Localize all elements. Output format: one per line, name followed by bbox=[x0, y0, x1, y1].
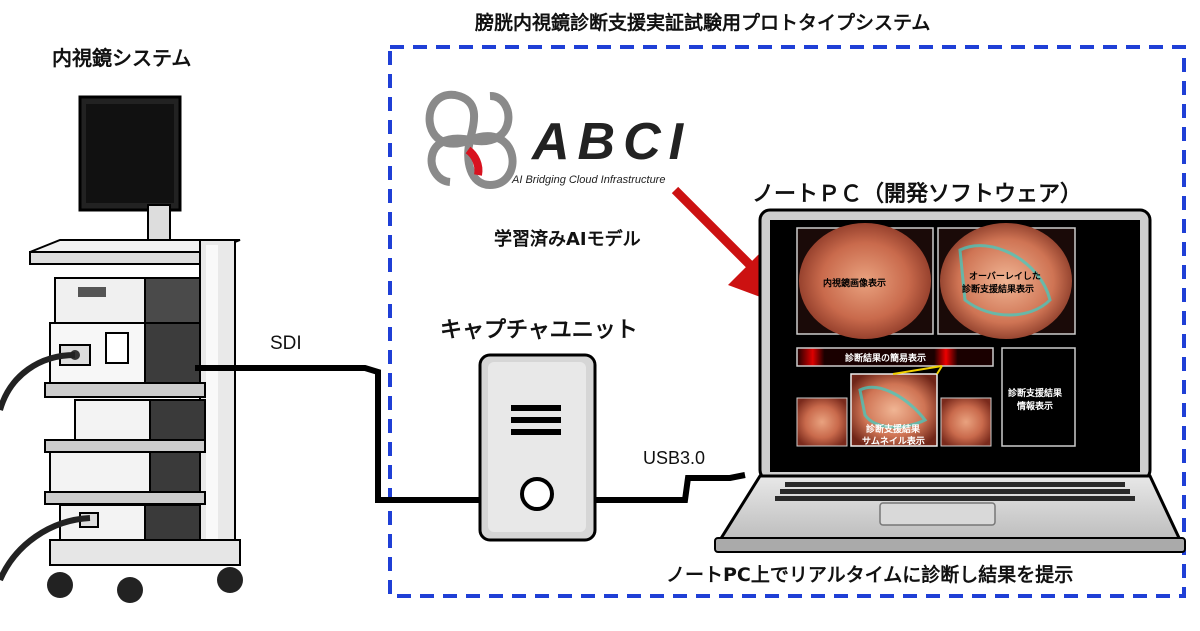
sdi-label: SDI bbox=[270, 333, 302, 354]
laptop-illustration bbox=[714, 208, 1186, 553]
footer-caption: ノートPC上でリアルタイムに診断し結果を提示 bbox=[666, 564, 1074, 586]
abci-logo-subtitle: AI Bridging Cloud Infrastructure bbox=[512, 174, 666, 186]
screen-overlay-label-2: 診断支援結果表示 bbox=[962, 285, 1035, 295]
screen-simple-result-label: 診断結果の簡易表示 bbox=[845, 354, 927, 364]
endoscope-cart-illustration bbox=[0, 95, 243, 603]
usb-cable bbox=[595, 472, 746, 503]
screen-info-label-1: 診断支援結果 bbox=[1008, 389, 1063, 399]
keyboard-keys bbox=[775, 482, 1135, 501]
capture-unit-label: キャプチャユニット bbox=[440, 318, 638, 343]
abci-logo-text: ABCI bbox=[532, 113, 692, 171]
prototype-system-title: 膀胱内視鏡診断支援実証試験用プロトタイプシステム bbox=[475, 12, 931, 34]
screen-info-label-2: 情報表示 bbox=[1017, 402, 1054, 412]
screen-thumbnail-label-1: 診断支援結果 bbox=[866, 425, 921, 435]
endoscope-system-title: 内視鏡システム bbox=[52, 46, 192, 70]
capture-unit-illustration bbox=[478, 353, 597, 542]
trained-model-label: 学習済みAIモデル bbox=[494, 229, 641, 250]
screen-overlay-label-1: オーバーレイした bbox=[969, 272, 1041, 282]
prototype-boundary bbox=[388, 45, 1186, 598]
sdi-cable bbox=[195, 365, 490, 503]
screen-thumbnail-label-2: サムネイル表示 bbox=[862, 437, 925, 447]
abci-logo-mark bbox=[425, 90, 517, 190]
usb-label: USB3.0 bbox=[643, 448, 706, 468]
laptop-title: ノートＰＣ（開発ソフトウェア） bbox=[752, 182, 1083, 207]
screen-endoscope-label: 内視鏡画像表示 bbox=[823, 279, 887, 289]
